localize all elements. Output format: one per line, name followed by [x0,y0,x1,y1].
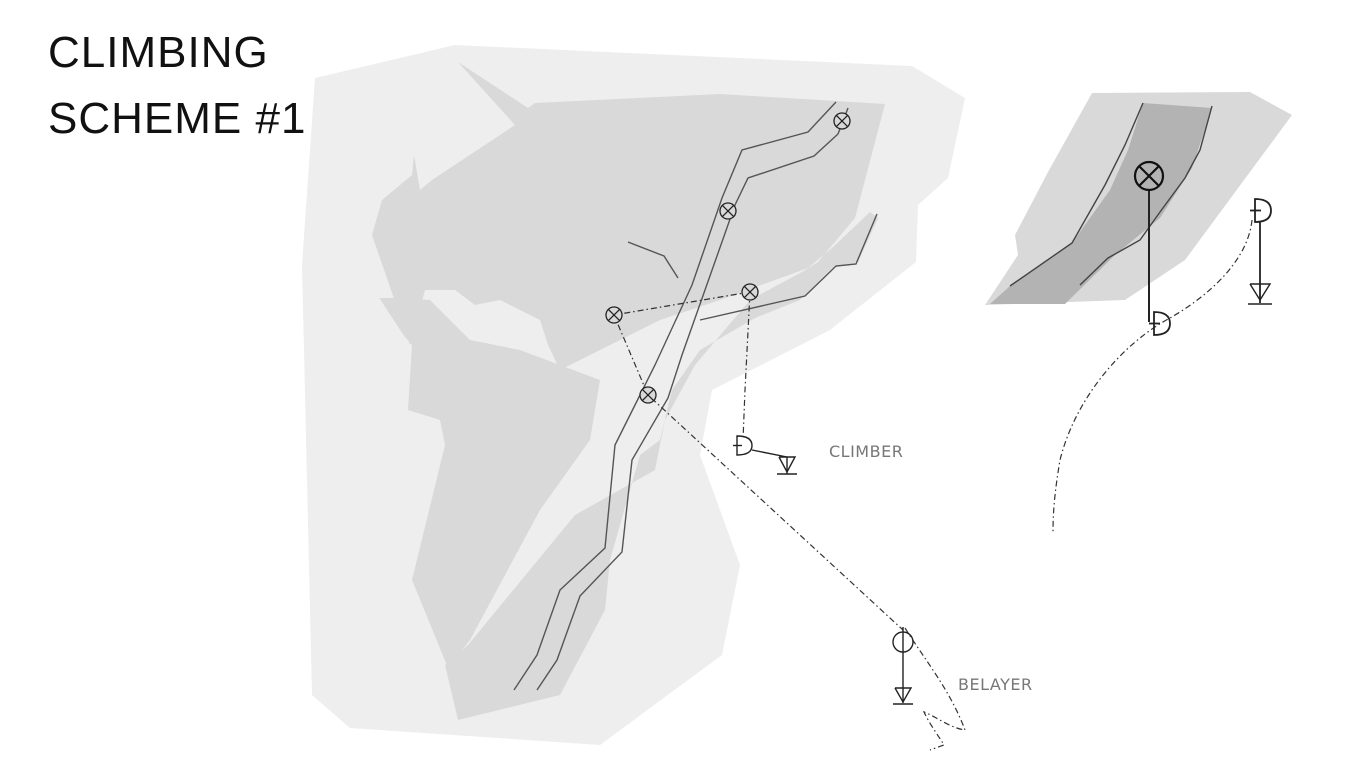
page-title: CLIMBING SCHEME #1 [48,20,306,152]
rock-inner-shape [372,62,885,720]
inset-rock-dark [990,103,1212,304]
title-line-1: CLIMBING [48,28,269,77]
crack-lines [513,101,878,691]
inset-crack-left [1009,102,1144,287]
ledge-line [699,213,878,321]
flake-line [627,241,679,279]
inset-climber-icon [1149,311,1171,336]
crack-line-right [536,107,849,691]
title-line-2: SCHEME #1 [48,94,307,143]
belayer-icon [892,627,914,705]
bolt-anchor-icon [719,202,737,220]
ground-anchor-icon [893,687,913,705]
bolt-anchor-icon [605,306,623,324]
bolt-anchor-icon [741,283,759,301]
bolt-anchor-icon [639,386,657,404]
main-rock-face [302,45,965,745]
detail-inset [985,92,1292,533]
rock-left-lobe [372,298,600,668]
rope-main [613,291,904,631]
ground-anchor-icon [777,456,797,475]
rope-slack [904,627,966,751]
climber-label: CLIMBER [829,442,904,461]
bolt-anchors [605,112,851,404]
bolt-anchor-icon [833,112,851,130]
rope-path [613,291,966,751]
crack-line-left [513,101,837,691]
inset-crack-right [1079,105,1213,286]
climber-icon [733,435,797,475]
inset-belayer-icon [1248,198,1272,305]
rope-to-climber [742,291,751,441]
inset-bolt-anchor-icon [1133,160,1165,192]
rock-notch [365,296,410,348]
belayer-label: BELAYER [958,675,1033,694]
ground-anchor-icon [1248,283,1272,305]
inset-rope-slack [1052,219,1253,533]
